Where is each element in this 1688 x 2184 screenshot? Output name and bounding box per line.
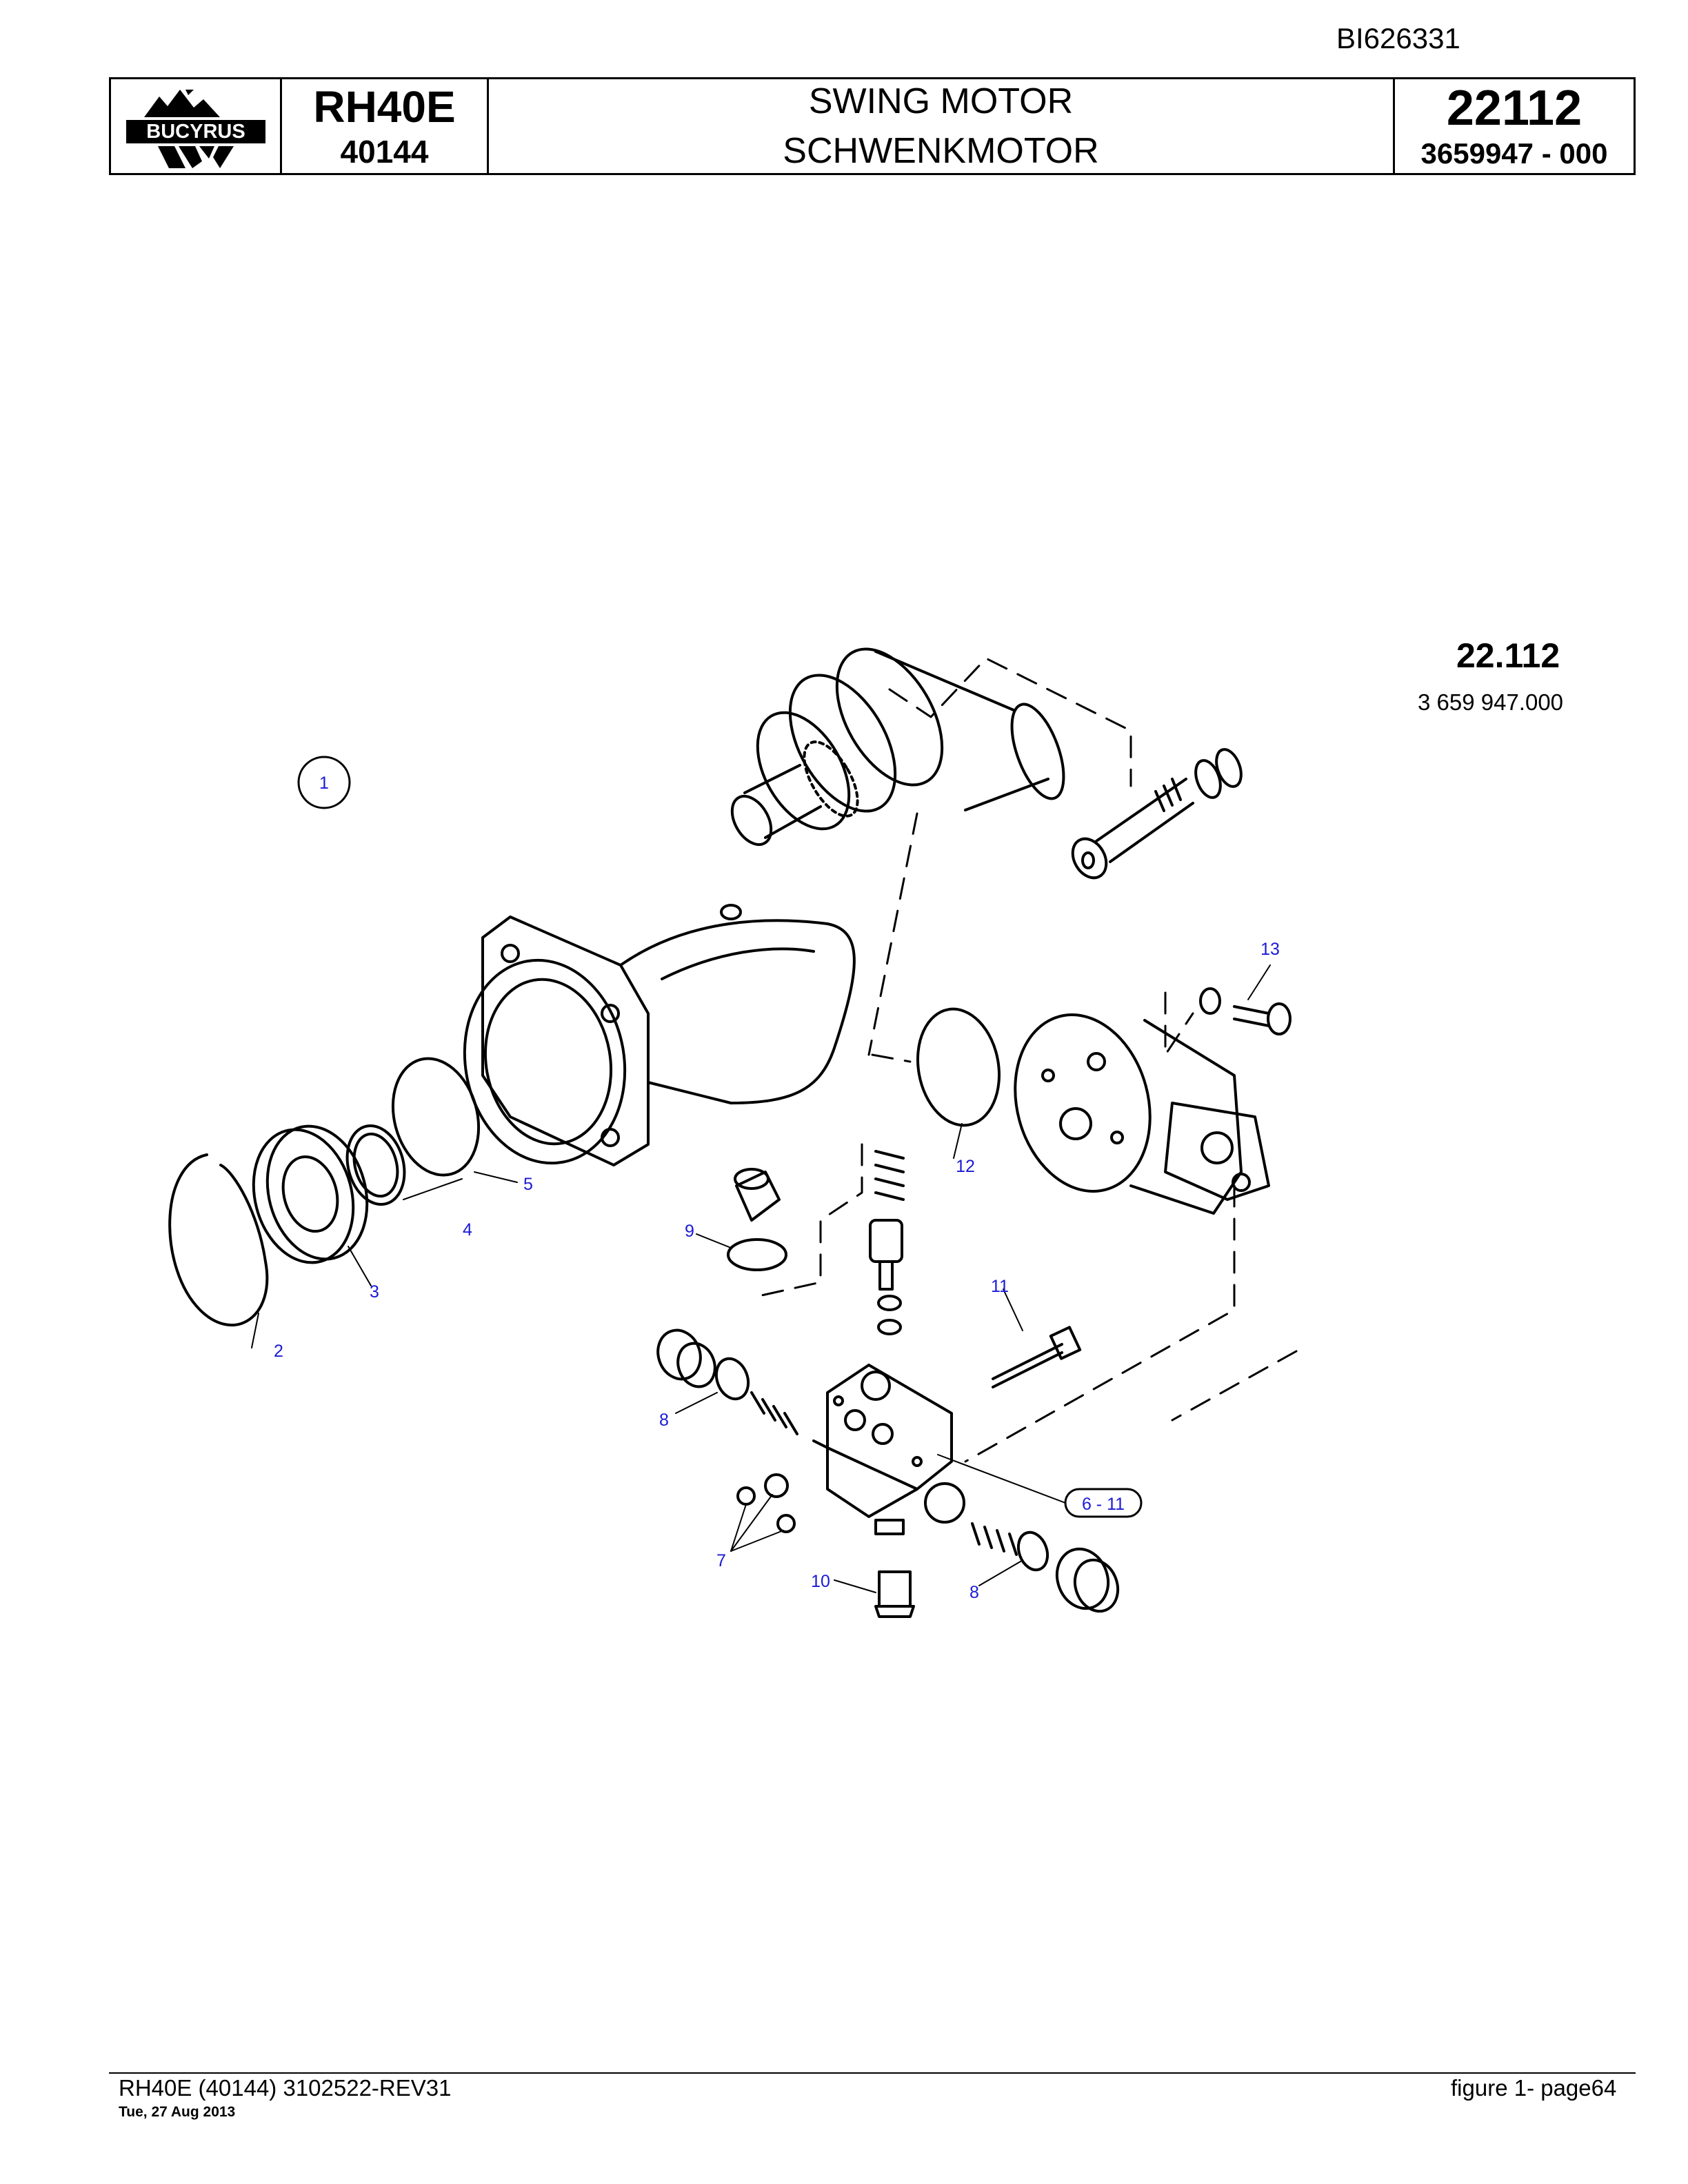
o-ring-7b [764, 1473, 789, 1498]
shaft-seal-3 [252, 1124, 369, 1264]
callout-11: 11 [991, 1277, 1009, 1296]
group-number: 22112 [1446, 81, 1582, 136]
washer-a [877, 1295, 902, 1311]
title-block: BUCYRUS RH40E 40144 SWING MOTOR SCHWENKM… [109, 77, 1636, 175]
model-number: 40144 [340, 134, 429, 170]
bolt-11 [992, 1326, 1082, 1388]
footer-rule [109, 2072, 1636, 2074]
model-cell: RH40E 40144 [282, 79, 489, 173]
callout-1: 1 [319, 774, 329, 793]
o-ring-7a [736, 1486, 756, 1506]
seal-ring-4 [345, 1124, 406, 1206]
plug-10 [874, 1570, 915, 1618]
callout-8-left: 8 [659, 1410, 669, 1430]
callout-labels: 1 2 3 4 5 6 - 11 7 8 8 8 9 10 11 12 13 [274, 774, 1280, 1602]
snap-ring-2 [168, 1153, 269, 1326]
washer-b [877, 1319, 902, 1335]
group-reference: 22.112 [1456, 636, 1560, 675]
spring-left [750, 1391, 798, 1435]
footer-page-ref: figure 1- page64 [1451, 2075, 1617, 2101]
title-english: SWING MOTOR [808, 81, 1074, 121]
bucyrus-logo-icon: BUCYRUS [125, 90, 265, 168]
o-ring-5 [391, 1057, 481, 1177]
title-german: SCHWENKMOTOR [783, 131, 1099, 171]
o-ring-8-left [714, 1357, 750, 1401]
footer-date: Tue, 27 Aug 2013 [119, 2104, 236, 2120]
callout-6-11: 6 - 11 [1082, 1495, 1125, 1514]
callout-9: 9 [685, 1222, 694, 1241]
title-cell: SWING MOTOR SCHWENKMOTOR [489, 79, 1395, 173]
part-reference: 3 659 947.000 [1418, 689, 1564, 715]
document-id: BI626331 [1336, 22, 1460, 54]
callout-5: 5 [523, 1175, 533, 1194]
callout-8-right: 8 [969, 1583, 979, 1602]
spring-right [971, 1522, 1018, 1556]
callout-3: 3 [370, 1282, 379, 1302]
spring-top [874, 1150, 905, 1201]
logo-text: BUCYRUS [146, 121, 245, 143]
plug-8-right [1055, 1547, 1120, 1613]
model-name: RH40E [313, 82, 456, 132]
callout-10: 10 [811, 1572, 830, 1591]
o-ring-pin-a [1194, 759, 1222, 799]
part-number: 3659947 - 000 [1420, 137, 1608, 170]
motor-housing [463, 904, 856, 1166]
callout-7: 7 [716, 1551, 726, 1570]
o-ring-8-right [1016, 1530, 1049, 1572]
brand-logo-cell: BUCYRUS [111, 79, 282, 173]
o-ring-12 [916, 1007, 1001, 1127]
callout-4: 4 [463, 1220, 472, 1240]
plug-9 [734, 1168, 781, 1222]
o-ring-9 [727, 1238, 787, 1271]
callout-13: 13 [1260, 940, 1280, 959]
piston-top [869, 1219, 903, 1291]
footer-document-ref: RH40E (40144) 3102522-REV31 [119, 2075, 452, 2101]
o-ring-pin-b [1215, 748, 1243, 788]
rotary-group [730, 647, 1065, 847]
centering-pin [1071, 778, 1194, 880]
assembly-dash-lines [757, 657, 1298, 1463]
plug-8-left [656, 1328, 716, 1388]
callout-12: 12 [956, 1157, 975, 1176]
number-cell: 22112 3659947 - 000 [1395, 79, 1634, 173]
leader-lines [251, 964, 1271, 1593]
callout-2: 2 [274, 1342, 283, 1361]
o-ring-7c [776, 1514, 796, 1533]
port-plate [1014, 1013, 1270, 1215]
valve-block [812, 1364, 965, 1535]
washer-13 [1199, 987, 1221, 1015]
screw-13 [1233, 1002, 1292, 1035]
